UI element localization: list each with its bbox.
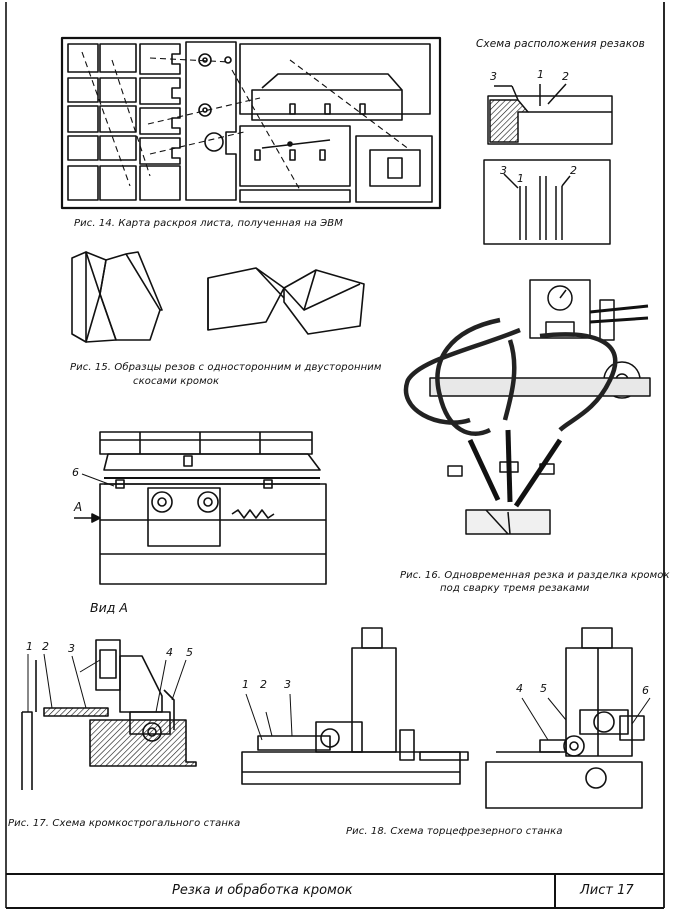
view-a-title: Вид А [90,600,128,615]
scheme-top-label-2: 2 [562,70,569,83]
scheme-title: Схема расположения резаков [476,38,645,50]
fig17-label-3: 3 [68,642,75,655]
fig15-cut-samples [71,251,365,343]
fig14-caption: Рис. 14. Карта раскроя листа, полученная… [74,218,343,229]
fig18-end-milling-machine [241,627,651,809]
fig16-caption-line1: Рис. 16. Одновременная резка и разделка … [400,570,670,581]
footer-sheet-number: Лист 17 [580,883,634,898]
torch-scheme [483,83,613,245]
fig18-label-4: 4 [516,682,523,695]
machine-label-6: 6 [72,466,79,479]
fig16-three-torch-machine [403,279,651,535]
view-arrow-label-a: А [74,500,83,514]
machine-view-a [74,431,327,585]
scheme-bottom-label-2: 2 [570,164,577,177]
footer-title: Резка и обработка кромок [172,883,353,898]
scheme-bottom-label-1: 1 [517,172,524,185]
fig18-label-3: 3 [284,678,291,691]
fig18-label-2: 2 [260,678,267,691]
fig17-label-4: 4 [166,646,173,659]
fig14-cutting-map [60,36,442,210]
fig16-caption-line2: под сварку тремя резаками [440,583,590,594]
fig18-caption: Рис. 18. Схема торцефрезерного станка [346,826,563,837]
fig18-label-1: 1 [242,678,249,691]
fig17-edge-planing-machine [21,639,197,790]
fig17-caption: Рис. 17. Схема кромкострогального станка [8,818,241,829]
fig17-label-2: 2 [42,640,49,653]
fig17-label-5: 5 [186,646,193,659]
scheme-top-label-1: 1 [537,68,544,81]
sheet-frame [5,2,665,909]
fig15-caption-line2: скосами кромок [133,376,220,387]
fig18-label-6: 6 [642,684,649,697]
scheme-top-label-3: 3 [490,70,497,83]
scheme-bottom-label-3: 3 [500,164,507,177]
fig18-label-5: 5 [540,682,547,695]
fig15-caption-line1: Рис. 15. Образцы резов с односторонним и… [70,362,382,373]
fig17-label-1: 1 [26,640,33,653]
